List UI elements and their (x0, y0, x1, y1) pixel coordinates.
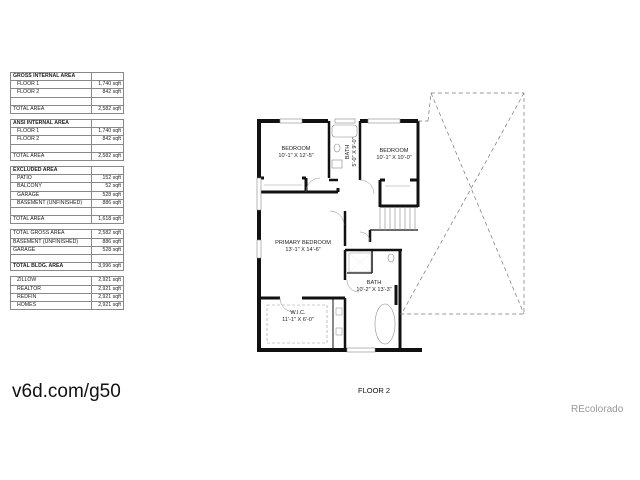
row-label: TOTAL AREA (10, 104, 92, 115)
room-dims: 10'-2" X 13'-3" (356, 287, 392, 293)
table-title: EXCLUDED AREA (10, 165, 92, 176)
row-label: GARAGE (10, 190, 92, 200)
row-value: 842 sqft (91, 135, 124, 145)
floor-label: FLOOR 2 (358, 386, 391, 395)
row-label: BASEMENT (UNFINISHED) (10, 198, 92, 209)
row-label (10, 254, 92, 264)
row-value: 1,618 sqft (91, 215, 124, 225)
brand-watermark: REcolorado (571, 404, 624, 415)
row-label (10, 143, 92, 153)
room-bedroom-2: BEDROOM 10'-1" X 10'-0" (372, 148, 416, 162)
room-wic: W.I.C. 11'-1" X 6'-0" (274, 310, 322, 324)
row-value: 3,996 sqft (91, 262, 124, 272)
row-label: TOTAL BLDG. AREA (10, 262, 92, 272)
row-label: FLOOR 2 (10, 135, 92, 145)
row-label: TOTAL GROSS AREA (10, 229, 92, 239)
row-value: 1,740 sqft (91, 80, 124, 90)
floor-plan: BEDROOM 10'-1" X 12'-5" BATH 5'-0" X 9'-… (250, 80, 540, 360)
row-value: 1,740 sqft (91, 127, 124, 137)
room-dims: 11'-1" X 6'-0" (282, 317, 314, 323)
row-label: FLOOR 1 (10, 127, 92, 137)
row-label: ZILLOW (10, 276, 92, 286)
row-value: 2,921 sqft (91, 292, 124, 303)
row-label: FLOOR 2 (10, 88, 92, 98)
room-bath-2: BATH 10'-2" X 13'-3" (350, 280, 398, 294)
row-label: TOTAL AREA (10, 151, 92, 162)
row-label: REDFIN (10, 292, 92, 303)
room-primary-bedroom: PRIMARY BEDROOM 13'-1" X 14'-6" (270, 240, 336, 254)
row-value: 842 sqft (91, 88, 124, 98)
room-name: BATH (345, 144, 351, 160)
table-title: GROSS INTERNAL AREA (10, 71, 92, 82)
room-dims: 10'-1" X 10'-0" (376, 155, 412, 161)
room-name: PRIMARY BEDROOM (275, 240, 331, 246)
row-value: 152 sqft (91, 174, 124, 184)
row-label: HOMES (10, 301, 92, 311)
floor-plan-drawing (256, 92, 525, 353)
row-value: 528 sqft (91, 245, 124, 256)
room-bedroom-1: BEDROOM 10'-1" X 12'-5" (272, 146, 320, 160)
row-label (10, 207, 92, 217)
row-value: 886 sqft (91, 237, 124, 247)
room-bath-1: BATH 5'-0" X 9'-0" (345, 132, 359, 172)
row-label (10, 96, 92, 106)
row-value (91, 143, 124, 153)
room-name: W.I.C. (290, 310, 306, 316)
tour-link[interactable]: v6d.com/g50 (12, 381, 121, 402)
room-dims: 10'-1" X 12'-5" (278, 153, 314, 159)
row-label: FLOOR 1 (10, 80, 92, 90)
row-value: 2,921 sqft (91, 301, 124, 311)
room-name: BEDROOM (281, 146, 311, 152)
row-value: 2,582 sqft (91, 151, 124, 162)
room-name: BATH (366, 280, 382, 286)
row-value: 2,582 sqft (91, 104, 124, 115)
room-dims: 13'-1" X 14'-6" (285, 247, 321, 253)
row-label: GARAGE (10, 245, 92, 256)
table-title: ANSI INTERNAL AREA (10, 118, 92, 129)
row-label: PATIO (10, 174, 92, 184)
room-dims: 5'-0" X 9'-0" (352, 137, 358, 167)
row-value: 2,582 sqft (91, 229, 124, 239)
row-label: REALTOR (10, 284, 92, 294)
row-label: BALCONY (10, 182, 92, 192)
row-value (91, 96, 124, 106)
row-value (91, 207, 124, 217)
row-label: TOTAL AREA (10, 215, 92, 225)
row-value (91, 254, 124, 264)
row-value: 52 sqft (91, 182, 124, 192)
row-value: 528 sqft (91, 190, 124, 200)
row-value: 2,921 sqft (91, 284, 124, 294)
room-name: BEDROOM (379, 148, 409, 154)
row-value: 886 sqft (91, 198, 124, 209)
row-label: BASEMENT (UNFINISHED) (10, 237, 92, 247)
row-value: 2,921 sqft (91, 276, 124, 286)
